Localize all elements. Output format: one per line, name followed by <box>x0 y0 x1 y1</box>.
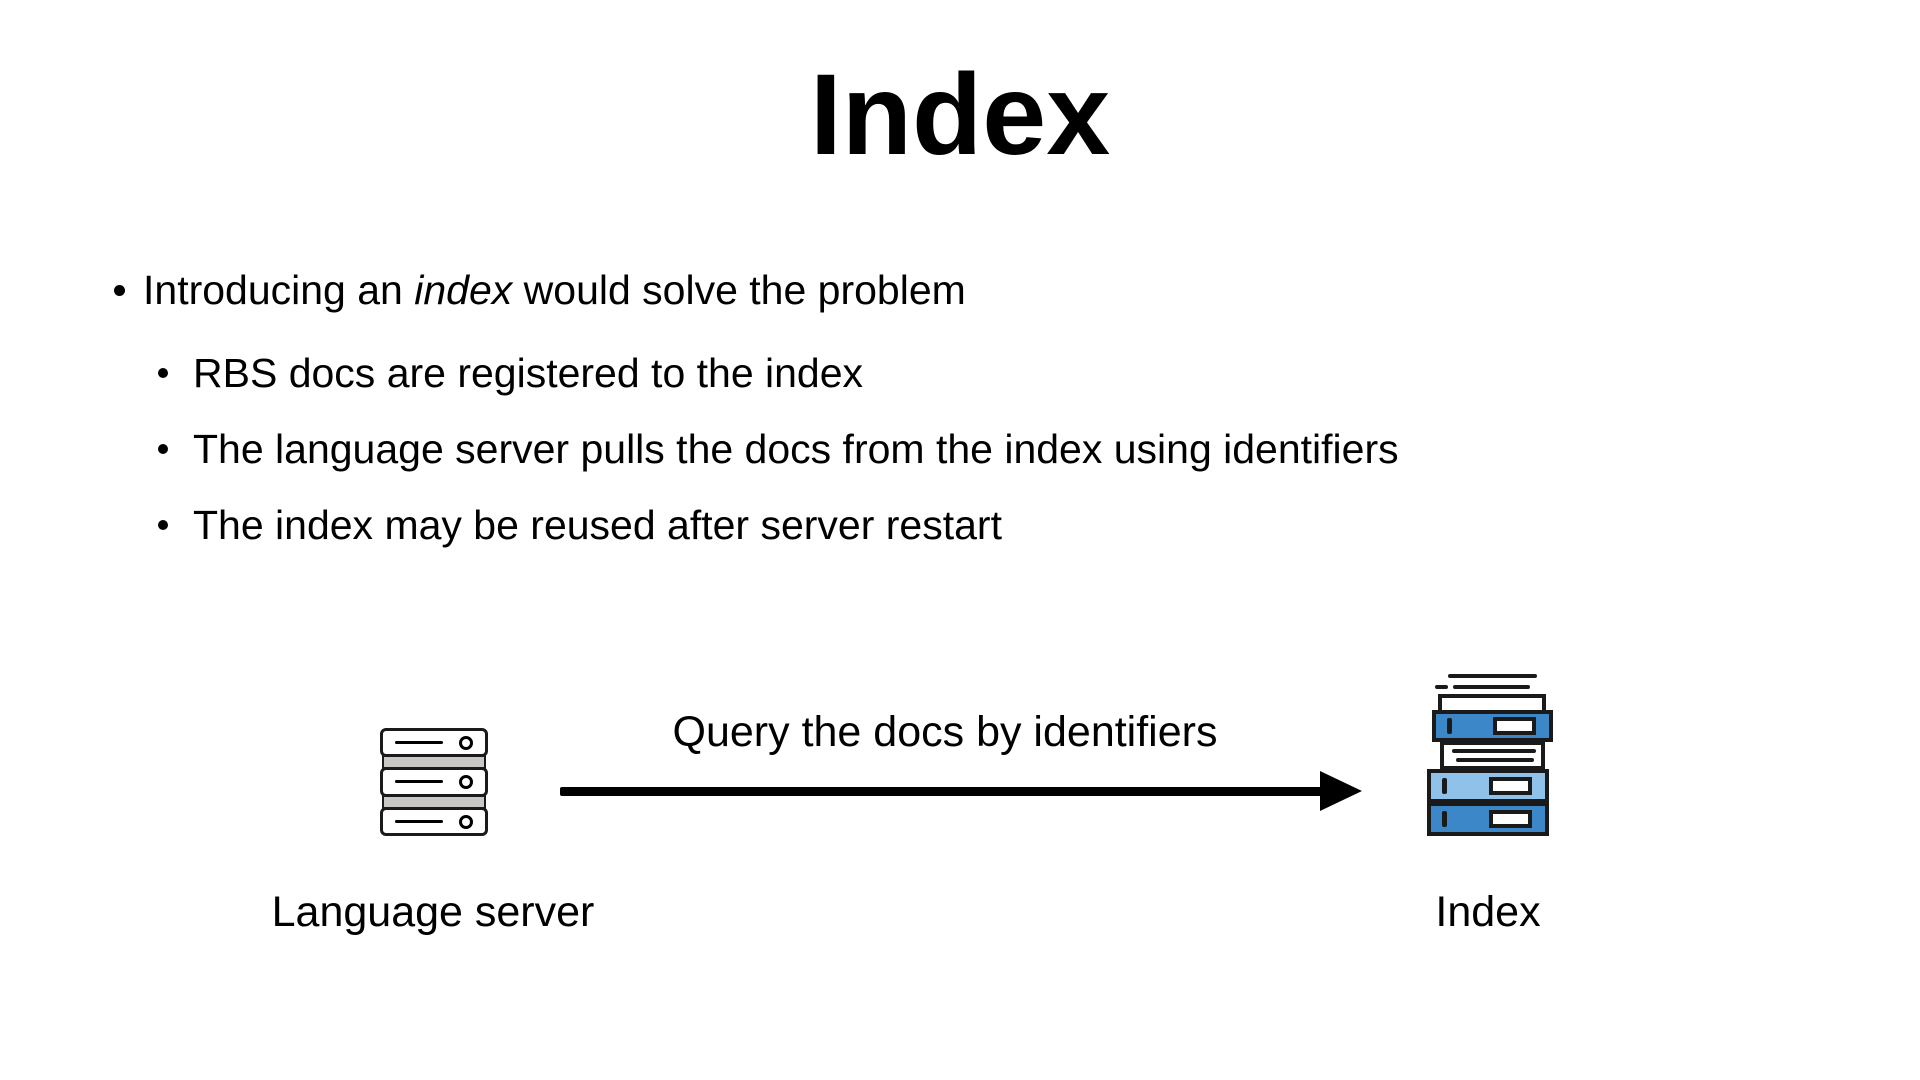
bullet-sub: The language server pulls the docs from … <box>0 411 1920 487</box>
book-dark <box>1432 710 1553 742</box>
page-line <box>1448 674 1537 678</box>
bullet-sub-text: The language server pulls the docs from … <box>193 426 1399 472</box>
bullet-list: Introducing an index would solve the pro… <box>0 252 1920 563</box>
server-slab <box>380 728 488 757</box>
server-slab-line <box>395 740 443 744</box>
book-spine-label <box>1489 810 1532 828</box>
bullet-main-text-italic: index <box>414 267 513 313</box>
book-spine-label <box>1493 717 1536 735</box>
bullet-sub: The index may be reused after server res… <box>0 487 1920 563</box>
book-spine-tick <box>1442 811 1447 827</box>
bullet-dot <box>158 368 168 378</box>
bullet-main-text-pre: Introducing an <box>143 267 415 313</box>
pages-stack <box>1440 741 1545 770</box>
slide-title: Index <box>809 51 1111 179</box>
server-slab-line <box>395 780 443 783</box>
book-dark <box>1427 802 1549 836</box>
page-line <box>1452 749 1536 753</box>
language-server-caption: Language server <box>271 888 595 936</box>
book-spine-label <box>1489 777 1532 795</box>
server-rack-icon <box>380 728 488 836</box>
server-slab <box>380 807 488 836</box>
server-slab <box>380 767 488 797</box>
bullet-dot <box>114 285 125 296</box>
server-led-icon <box>459 735 473 750</box>
server-slab-line <box>395 819 443 823</box>
bullet-dot <box>158 520 168 530</box>
server-led-icon <box>459 775 473 789</box>
book-spine-tick <box>1442 778 1447 794</box>
bullet-main-text-post: would solve the problem <box>512 267 966 313</box>
page-line <box>1435 685 1448 689</box>
bullet-dot <box>158 444 168 454</box>
bullet-sub-text: The index may be reused after server res… <box>193 502 1002 548</box>
arrow-shaft <box>560 787 1324 796</box>
bullet-sub: RBS docs are registered to the index <box>0 335 1920 411</box>
bullet-sub-text: RBS docs are registered to the index <box>193 350 864 396</box>
index-caption: Index <box>1435 888 1541 936</box>
arrow-label: Query the docs by identifiers <box>672 708 1218 756</box>
server-led-icon <box>459 814 473 829</box>
bullet-main: Introducing an index would solve the pro… <box>0 252 1920 329</box>
sub-bullet-list: RBS docs are registered to the index The… <box>0 335 1920 563</box>
book-light <box>1427 769 1549 803</box>
book-stack-icon <box>1427 672 1553 836</box>
arrow-head <box>1320 771 1362 811</box>
book-spine-tick <box>1447 718 1452 734</box>
page-line <box>1453 685 1530 689</box>
page-line <box>1456 758 1534 762</box>
